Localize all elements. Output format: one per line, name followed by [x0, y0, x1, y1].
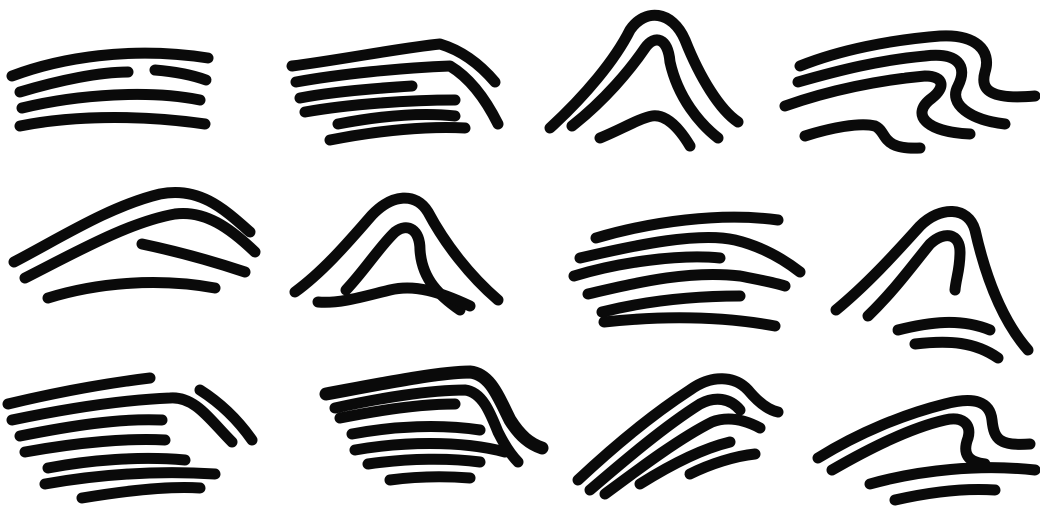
layer-line	[600, 116, 690, 146]
layer-line	[22, 94, 200, 108]
layer-line	[550, 15, 738, 128]
panel-r1-c2	[292, 44, 498, 140]
layer-line	[832, 419, 985, 470]
layer-line	[300, 86, 412, 98]
layer-line	[870, 468, 1035, 484]
layer-line	[20, 72, 128, 92]
layer-line	[915, 342, 998, 358]
layer-line	[604, 318, 775, 326]
layer-line	[836, 211, 1028, 350]
layer-line	[25, 440, 165, 453]
layer-line	[352, 427, 480, 434]
layer-line	[355, 444, 505, 453]
panel-r1-c4	[785, 36, 1035, 148]
layer-line	[48, 458, 185, 468]
panel-r2-c3	[574, 217, 800, 326]
layer-line	[602, 296, 740, 312]
layer-line	[82, 487, 200, 498]
panel-r2-c1	[14, 192, 255, 298]
layer-line	[868, 236, 960, 316]
layer-line	[895, 489, 995, 500]
panel-r2-c4	[836, 211, 1028, 358]
layer-line	[330, 128, 465, 141]
layer-line	[142, 244, 245, 272]
layer-line	[805, 125, 920, 148]
panel-r1-c3	[550, 15, 738, 146]
paper-speck	[896, 48, 900, 52]
panel-r3-c1	[8, 378, 252, 498]
layer-line	[898, 322, 990, 330]
panel-r3-c4	[818, 401, 1035, 500]
layer-line	[20, 420, 162, 436]
layer-line	[588, 274, 785, 294]
panel-r1-c1	[12, 53, 208, 126]
layer-line	[48, 283, 215, 298]
paper-speck	[900, 67, 906, 73]
panel-r2-c2	[295, 198, 498, 310]
layer-line	[368, 459, 480, 464]
layer-line	[390, 477, 470, 480]
layer-line	[20, 118, 205, 127]
panel-r3-c3	[578, 379, 778, 494]
panel-r3-c2	[326, 372, 542, 480]
layer-line	[155, 70, 206, 80]
